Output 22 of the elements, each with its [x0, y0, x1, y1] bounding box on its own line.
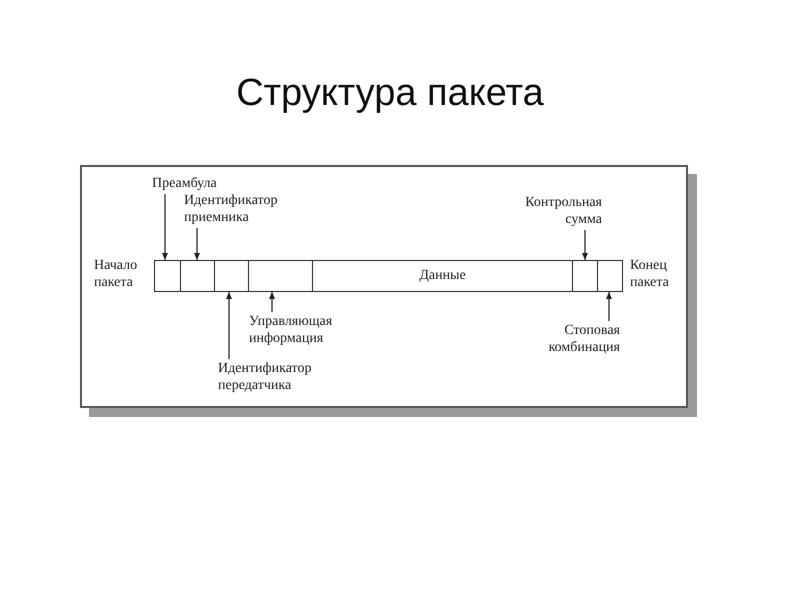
field-label: Идентификатор передатчика: [218, 360, 338, 394]
packet-field-cell: [214, 260, 249, 292]
field-label: Управляющая информация: [249, 313, 364, 347]
leader-line: [194, 228, 200, 260]
field-label: Преамбула: [152, 175, 232, 192]
packet-field-cell: [154, 260, 181, 292]
title: Структура пакета: [235, 72, 545, 115]
packet-boundary-label: Конец пакета: [630, 257, 670, 291]
packet-field-cell: [597, 260, 623, 292]
packet-field-cell: [180, 260, 215, 292]
leader-line: [226, 292, 232, 359]
leader-line: [606, 292, 612, 321]
packet-field-cell: [248, 260, 313, 292]
leader-line: [269, 292, 275, 312]
packet-field-cell: [572, 260, 598, 292]
field-label: Идентификатор приемника: [184, 192, 299, 226]
field-label: Стоповая комбинация: [540, 322, 620, 356]
packet-field-cell: Данные: [312, 260, 573, 292]
packet-boundary-label: Начало пакета: [94, 257, 138, 291]
leader-line: [582, 230, 588, 260]
field-label: Контрольная сумма: [507, 194, 602, 228]
leader-line: [162, 194, 168, 260]
